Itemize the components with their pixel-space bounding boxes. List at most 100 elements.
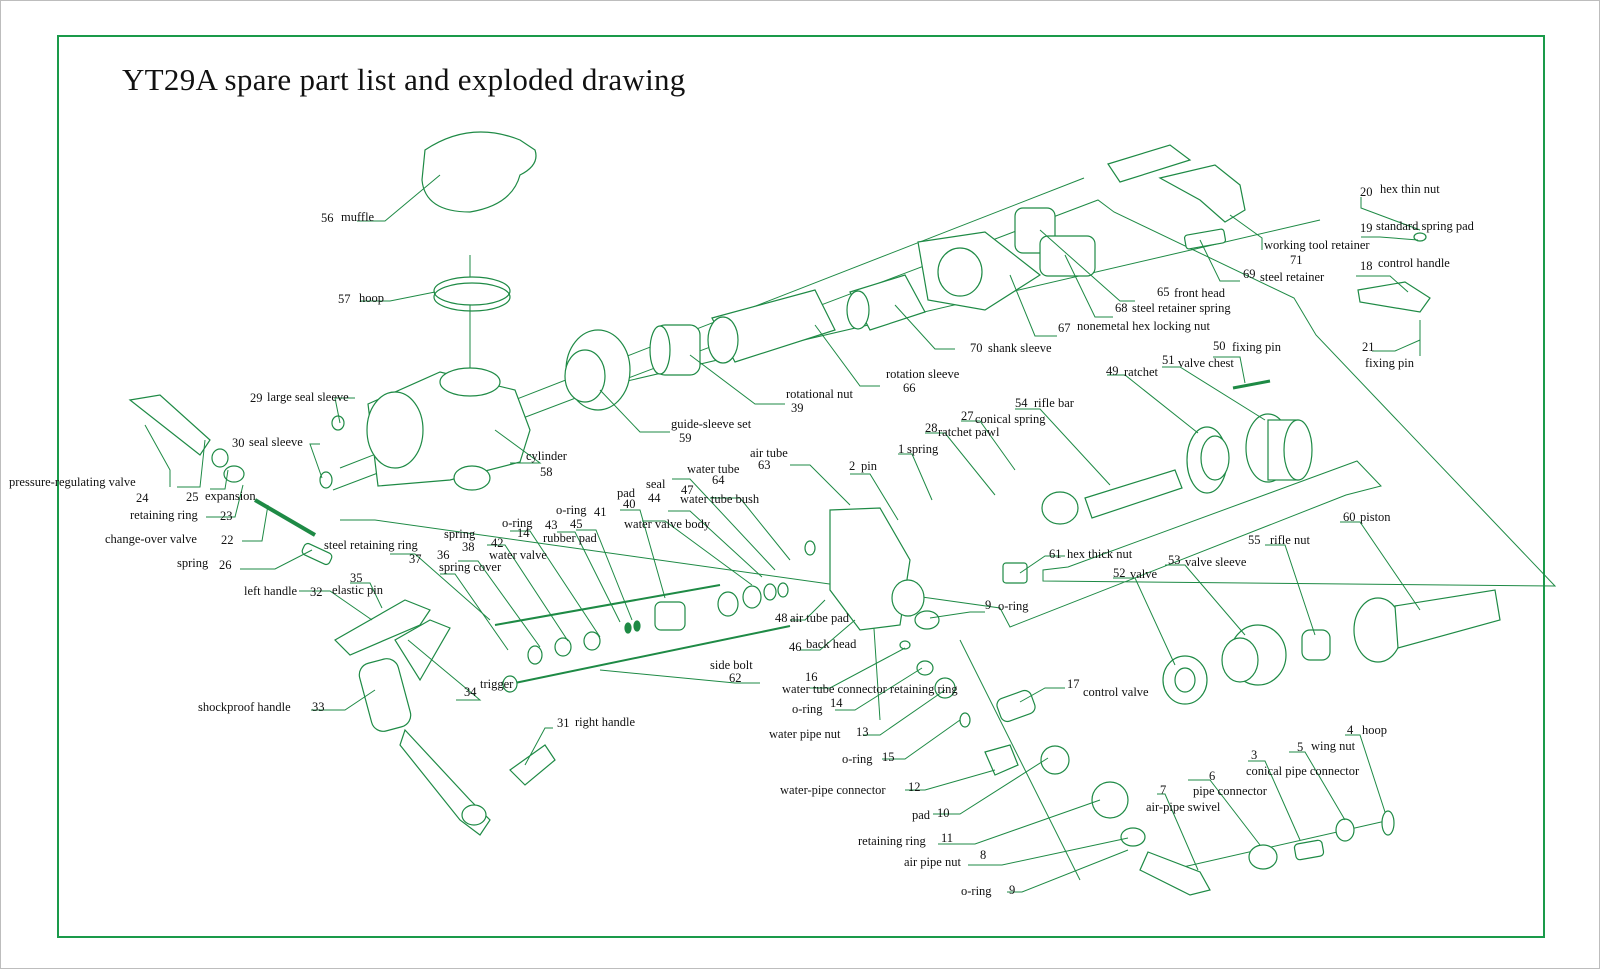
label-11-text: retaining ring [858, 834, 926, 848]
label-21-number: 21 [1362, 340, 1375, 354]
label-55-number: 55 [1248, 533, 1261, 547]
label-23-number: 23 [220, 509, 233, 523]
label-32-text: left handle [244, 584, 298, 598]
label-57-number: 57 [338, 292, 351, 306]
label-28-number: 28 [925, 421, 938, 435]
label-69-number: 69 [1243, 267, 1256, 281]
label-38-number: 38 [462, 540, 475, 554]
label-7-text: air-pipe swivel [1146, 800, 1221, 814]
label-15-number: 15 [882, 750, 895, 764]
label-65-text: front head [1174, 286, 1226, 300]
valve-part [1162, 655, 1208, 705]
label-62-text: side bolt [710, 658, 753, 672]
label-4-number: 4 [1347, 723, 1354, 737]
label-8-number: 8 [980, 848, 986, 862]
label-37-text: steel retaining ring [324, 538, 418, 552]
label-68-number: 68 [1115, 301, 1128, 315]
seal-sleeve-part [319, 471, 333, 489]
label-64-text: water tube bush [680, 492, 760, 506]
label-7-number: 7 [1160, 783, 1166, 797]
label-14b-text: o-ring [792, 702, 823, 716]
label-53-number: 53 [1168, 553, 1181, 567]
shank-sleeve-part [846, 274, 926, 331]
label-3-text: conical pipe connector [1246, 764, 1360, 778]
back-head-part [829, 507, 925, 631]
label-33-text: shockproof handle [198, 700, 291, 714]
label-17-number: 17 [1067, 677, 1080, 691]
label-37-number: 37 [409, 552, 422, 566]
hoop-part [433, 276, 511, 306]
label-24-number: 24 [136, 491, 149, 505]
label-16-number: 16 [805, 670, 818, 684]
label-34-number: 34 [464, 685, 477, 699]
label-44-number: 44 [648, 491, 661, 505]
piston-part [1353, 589, 1501, 663]
label-29-text: large seal sleeve [267, 390, 349, 404]
label-50-number: 50 [1213, 339, 1226, 353]
air-pipe-parts [1091, 781, 1395, 896]
label-25-number: 25 [186, 490, 199, 504]
label-66-number: 66 [903, 381, 916, 395]
label-5-number: 5 [1297, 740, 1303, 754]
label-35-text: elastic pin [332, 583, 384, 597]
label-39-number: 39 [791, 401, 804, 415]
label-59-text: guide-sleeve set [671, 417, 752, 431]
label-4-text: hoop [1362, 723, 1387, 737]
side-bolt-part [502, 625, 791, 693]
page-title: YT29A spare part list and exploded drawi… [122, 62, 686, 97]
label-46-number: 46 [789, 640, 802, 654]
label-11-number: 11 [941, 831, 953, 845]
label-17-text: control valve [1083, 685, 1149, 699]
callout-labels: 56 muffle 57 hoop 29 large seal sleeve 3… [9, 182, 1475, 898]
label-34-text: trigger [480, 677, 514, 691]
label-20-text: hex thin nut [1380, 182, 1440, 196]
label-6-number: 6 [1209, 769, 1215, 783]
rifle-bar-part [1041, 469, 1183, 525]
label-18-number: 18 [1360, 259, 1373, 273]
label-18-text: control handle [1378, 256, 1450, 270]
label-8-text: air pipe nut [904, 855, 961, 869]
rotation-sleeve-part [707, 289, 836, 364]
label-42-text: water valve [489, 548, 547, 562]
label-51-text: valve chest [1178, 356, 1234, 370]
label-60-number: 60 [1343, 510, 1356, 524]
label-26-text: spring [177, 556, 209, 570]
label-14a-text: o-ring [502, 516, 533, 530]
label-9a-text: o-ring [998, 599, 1029, 613]
handle-parts [334, 599, 556, 836]
label-24-text: pressure-regulating valve [9, 475, 136, 489]
label-19-number: 19 [1360, 221, 1373, 235]
label-58-text: cylinder [526, 449, 568, 463]
working-tool-retainer-part [1107, 144, 1246, 250]
label-48-number: 48 [775, 611, 788, 625]
large-seal-sleeve-part [331, 415, 345, 431]
label-20-number: 20 [1360, 185, 1373, 199]
ratchet-part [1186, 426, 1230, 494]
rotational-nut-part [649, 324, 701, 376]
label-63-text: air tube [750, 446, 788, 460]
label-61-text: hex thick nut [1067, 547, 1133, 561]
label-35-number: 35 [350, 571, 363, 585]
label-27-number: 27 [961, 409, 974, 423]
label-23-text: retaining ring [130, 508, 198, 522]
label-45-number: 45 [570, 517, 583, 531]
label-63-number: 63 [758, 458, 771, 472]
label-62-number: 62 [729, 671, 742, 685]
label-65-number: 65 [1157, 285, 1170, 299]
label-67-number: 67 [1058, 321, 1071, 335]
label-12-text: water-pipe connector [780, 783, 886, 797]
label-53-text: valve sleeve [1185, 555, 1247, 569]
label-58-number: 58 [540, 465, 553, 479]
label-31-number: 31 [557, 716, 570, 730]
label-40-text: water valve body [624, 517, 711, 531]
label-49-text: ratchet [1124, 365, 1159, 379]
label-60-text: piston [1360, 510, 1391, 524]
label-59-number: 59 [679, 431, 692, 445]
control-valve-part [996, 689, 1036, 723]
rifle-nut-part [1301, 629, 1331, 661]
label-70-number: 70 [970, 341, 983, 355]
label-52-text: valve [1130, 567, 1158, 581]
water-pipe-parts [899, 640, 1070, 776]
label-51-number: 51 [1162, 353, 1175, 367]
